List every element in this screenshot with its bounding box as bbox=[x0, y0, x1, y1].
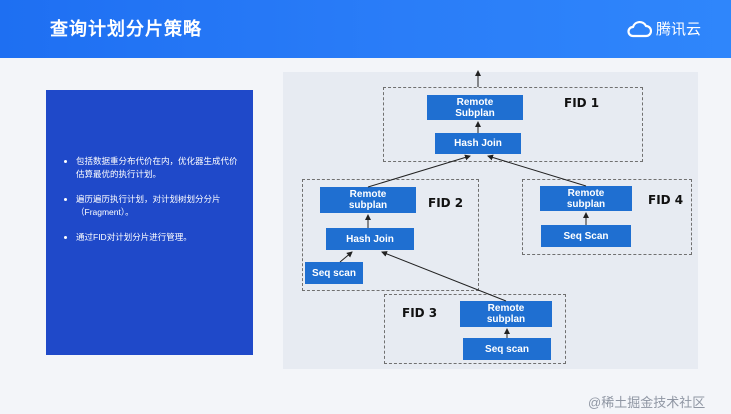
node-seq-scan-fid2: Seq scan bbox=[305, 262, 363, 284]
node-text: subplan bbox=[348, 200, 388, 211]
node-text: Seq scan bbox=[312, 267, 356, 279]
fragment-label-fid4: FID 4 bbox=[648, 193, 684, 207]
node-seq-scan-fid3: Seq scan bbox=[463, 338, 551, 360]
cloud-icon bbox=[627, 20, 652, 37]
brand-logo-text: 腾讯云 bbox=[656, 20, 702, 38]
bullet-dot-icon bbox=[64, 236, 67, 239]
node-text: Seq Scan bbox=[563, 230, 609, 242]
bullet-list: 包括数据重分布代价在内，优化器生成代价估算最优的执行计划。 遍历遍历执行计划，对… bbox=[64, 155, 244, 256]
bullet-dot-icon bbox=[64, 160, 67, 163]
info-panel: 包括数据重分布代价在内，优化器生成代价估算最优的执行计划。 遍历遍历执行计划，对… bbox=[46, 90, 253, 355]
node-text: Remote bbox=[567, 187, 605, 199]
arrow-fid3-to-hashjoin-fid2 bbox=[381, 251, 507, 302]
fragment-label-fid1: FID 1 bbox=[564, 96, 600, 110]
bullet-text: 包括数据重分布代价在内，优化器生成代价估算最优的执行计划。 bbox=[76, 156, 238, 179]
node-text: Remote bbox=[487, 303, 525, 314]
bullet-item: 包括数据重分布代价在内，优化器生成代价估算最优的执行计划。 bbox=[64, 155, 244, 181]
arrow-fid2-to-hashjoin-fid1 bbox=[367, 154, 471, 188]
bullet-text: 遍历遍历执行计划，对计划树划分分片（Fragment）。 bbox=[76, 194, 221, 217]
fragment-box-fid1 bbox=[383, 87, 643, 162]
arrow-fid4-to-hashjoin-fid1 bbox=[487, 154, 587, 187]
bullet-text: 通过FID对计划分片进行管理。 bbox=[76, 232, 192, 242]
fragment-label-fid2: FID 2 bbox=[428, 196, 464, 210]
node-hash-join-fid1: Hash Join bbox=[435, 133, 521, 154]
node-text: Remote bbox=[349, 189, 387, 200]
node-text: subplan bbox=[566, 198, 606, 210]
fragment-box-fid3 bbox=[384, 294, 566, 364]
node-seq-scan-fid4: Seq Scan bbox=[541, 225, 631, 247]
node-text: Hash Join bbox=[346, 233, 394, 245]
bullet-item: 遍历遍历执行计划，对计划树划分分片（Fragment）。 bbox=[64, 193, 244, 219]
brand-logo: 腾讯云 bbox=[626, 18, 701, 39]
node-hash-join-fid2: Hash Join bbox=[326, 228, 414, 250]
fragment-box-fid2 bbox=[302, 179, 479, 291]
arrow-seqscan-to-hashjoin-fid2 bbox=[339, 251, 353, 263]
slide-title: 查询计划分片策略 bbox=[50, 19, 202, 40]
node-text: Hash Join bbox=[454, 138, 502, 149]
node-text: Remote bbox=[456, 96, 494, 108]
fragment-box-fid4 bbox=[522, 179, 692, 255]
watermark: @稀土掘金技术社区 bbox=[588, 395, 706, 410]
node-text: Seq scan bbox=[485, 343, 529, 355]
node-text: subplan bbox=[486, 314, 526, 325]
fragment-label-fid3: FID 3 bbox=[402, 306, 438, 320]
header-bar: 查询计划分片策略 腾讯云 bbox=[0, 0, 731, 58]
node-text: Subplan bbox=[455, 107, 495, 119]
bullet-dot-icon bbox=[64, 198, 67, 201]
bullet-item: 通过FID对计划分片进行管理。 bbox=[64, 231, 244, 244]
